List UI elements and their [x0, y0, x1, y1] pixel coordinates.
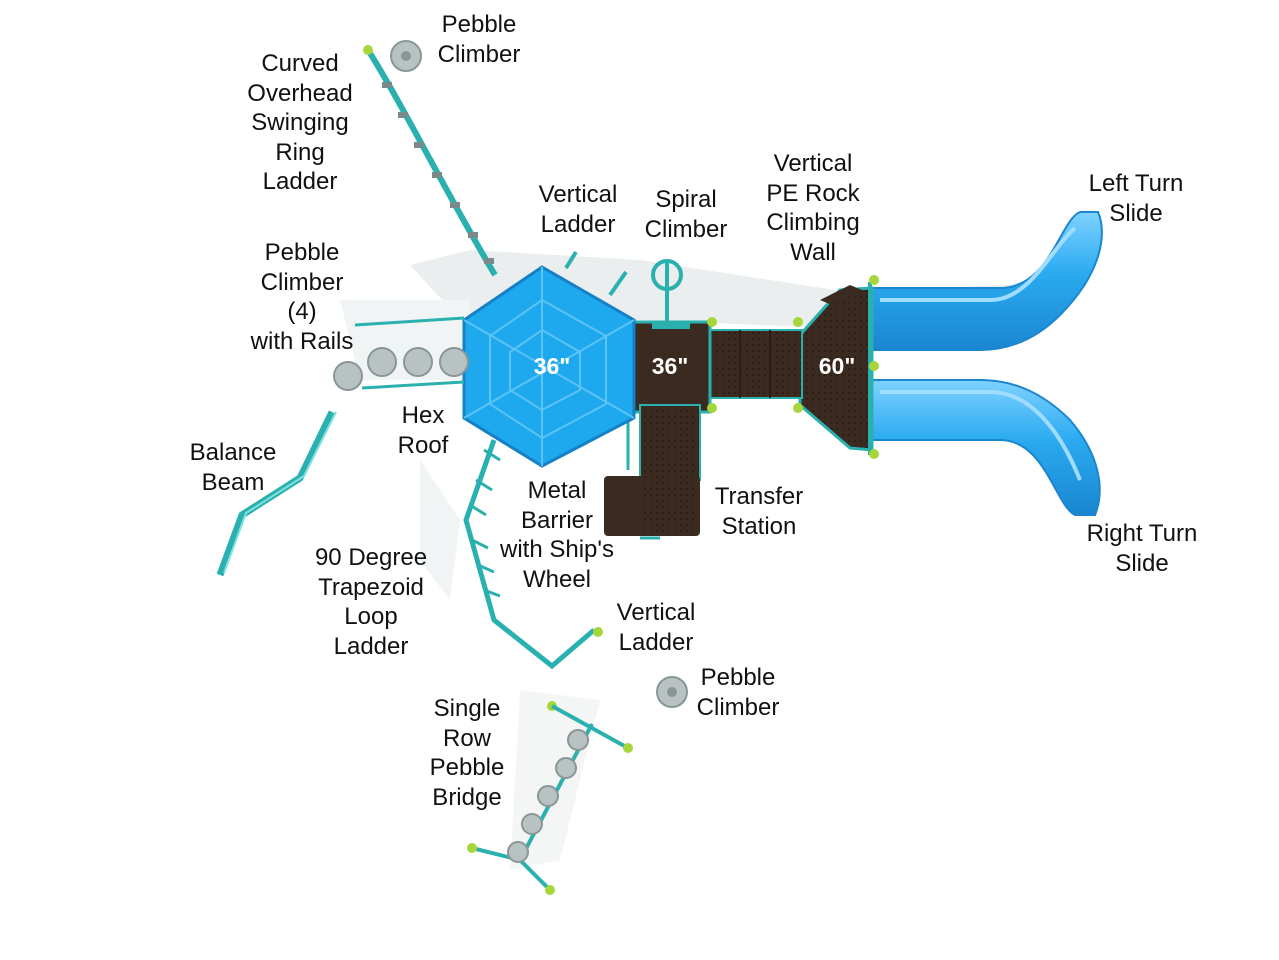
- pebble-climber-bottom: [656, 676, 688, 708]
- label-rock-wall: Vertical PE Rock Climbing Wall: [766, 150, 860, 266]
- deck-height-square: 36": [652, 353, 689, 379]
- label-curved-ring-ladder: Curved Overhead Swinging Ring Ladder: [247, 50, 353, 195]
- label-pebble-climber-bottom: Pebble Climber: [696, 664, 780, 721]
- label-balance-beam: Balance Beam: [189, 439, 277, 496]
- label-hex-roof: Hex Roof: [397, 402, 449, 459]
- label-pebble-climber-top: Pebble Climber: [437, 11, 521, 68]
- left-turn-slide: [871, 211, 1103, 351]
- deck-height-tall: 60": [819, 353, 856, 379]
- label-transfer-station: Transfer Station: [714, 483, 804, 540]
- curved-overhead-ring-ladder: [363, 45, 498, 277]
- label-left-turn-slide: Left Turn Slide: [1088, 170, 1184, 227]
- label-vertical-ladder-bottom: Vertical Ladder: [616, 599, 696, 656]
- label-right-turn-slide: Right Turn Slide: [1086, 520, 1198, 577]
- pebble-climber-with-rails: [333, 316, 469, 391]
- spiral-climber: [651, 259, 683, 326]
- single-row-pebble-bridge: [467, 704, 633, 895]
- label-spiral-climber: Spiral Climber: [644, 186, 728, 243]
- label-vertical-ladder-top: Vertical Ladder: [538, 181, 618, 238]
- balance-beam: [216, 410, 337, 577]
- label-pebble-bridge: Single Row Pebble Bridge: [429, 695, 505, 811]
- label-metal-barrier: Metal Barrier with Ship's Wheel: [500, 477, 614, 593]
- label-pebble-climber-rails: Pebble Climber (4) with Rails: [250, 239, 354, 355]
- hex-roof: [462, 265, 636, 468]
- deck-bolts: [707, 275, 879, 459]
- pebble-climber-top: [390, 40, 422, 72]
- right-turn-slide: [871, 379, 1101, 516]
- connector-bridge: [705, 329, 803, 399]
- label-trapezoid-ladder: 90 Degree Trapezoid Loop Ladder: [314, 544, 428, 660]
- transfer-station: [604, 404, 701, 540]
- vertical-ladder-top: [564, 250, 628, 297]
- deck-height-hex: 36": [534, 353, 571, 379]
